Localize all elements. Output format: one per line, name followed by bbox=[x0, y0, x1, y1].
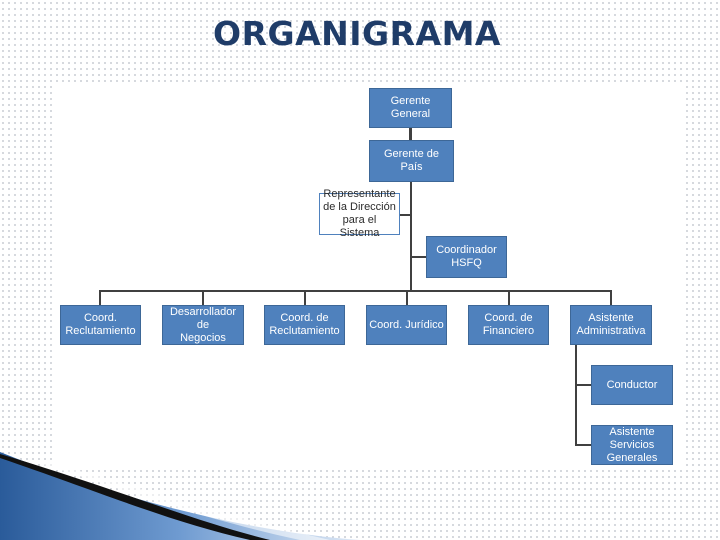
connector-line bbox=[399, 214, 411, 216]
node-coord-financiero: Coord. de Financiero bbox=[468, 305, 549, 345]
swoosh-black-stroke bbox=[0, 454, 270, 540]
swoosh-highlight bbox=[40, 460, 330, 540]
connector-line bbox=[202, 290, 204, 305]
node-asistente-servicios: Asistente Servicios Generales bbox=[591, 425, 673, 465]
connector-line bbox=[304, 290, 306, 305]
node-coord-reclutamiento-2: Coord. de Reclutamiento bbox=[264, 305, 345, 345]
connector-line bbox=[575, 444, 593, 446]
node-representante: Representante de la Dirección para el Si… bbox=[319, 188, 400, 239]
connector-line bbox=[406, 290, 408, 305]
node-conductor: Conductor bbox=[591, 365, 673, 405]
node-asistente-administrativa: Asistente Administrativa bbox=[570, 305, 652, 345]
node-desarrollador-negocios: Desarrollador de Negocios bbox=[162, 305, 244, 345]
connector-line bbox=[99, 290, 611, 292]
node-gerente-general: Gerente General bbox=[369, 88, 452, 128]
org-chart bbox=[55, 84, 682, 470]
connector-line bbox=[575, 384, 593, 386]
node-coord-reclutamiento-1: Coord. Reclutamiento bbox=[60, 305, 141, 345]
connector-line bbox=[99, 290, 101, 305]
node-coord-juridico: Coord. Jurídico bbox=[366, 305, 447, 345]
node-gerente-pais: Gerente de País bbox=[369, 140, 454, 182]
decorative-swoosh bbox=[0, 452, 360, 540]
node-coordinador-hsfq: Coordinador HSFQ bbox=[426, 236, 507, 278]
swoosh-blue-shape bbox=[0, 452, 360, 540]
connector-line bbox=[409, 128, 412, 140]
connector-line bbox=[508, 290, 510, 305]
connector-line bbox=[610, 290, 612, 305]
connector-line bbox=[410, 256, 428, 258]
connector-line bbox=[410, 182, 412, 291]
connector-line bbox=[575, 345, 577, 446]
page-title: ORGANIGRAMA bbox=[213, 14, 501, 53]
